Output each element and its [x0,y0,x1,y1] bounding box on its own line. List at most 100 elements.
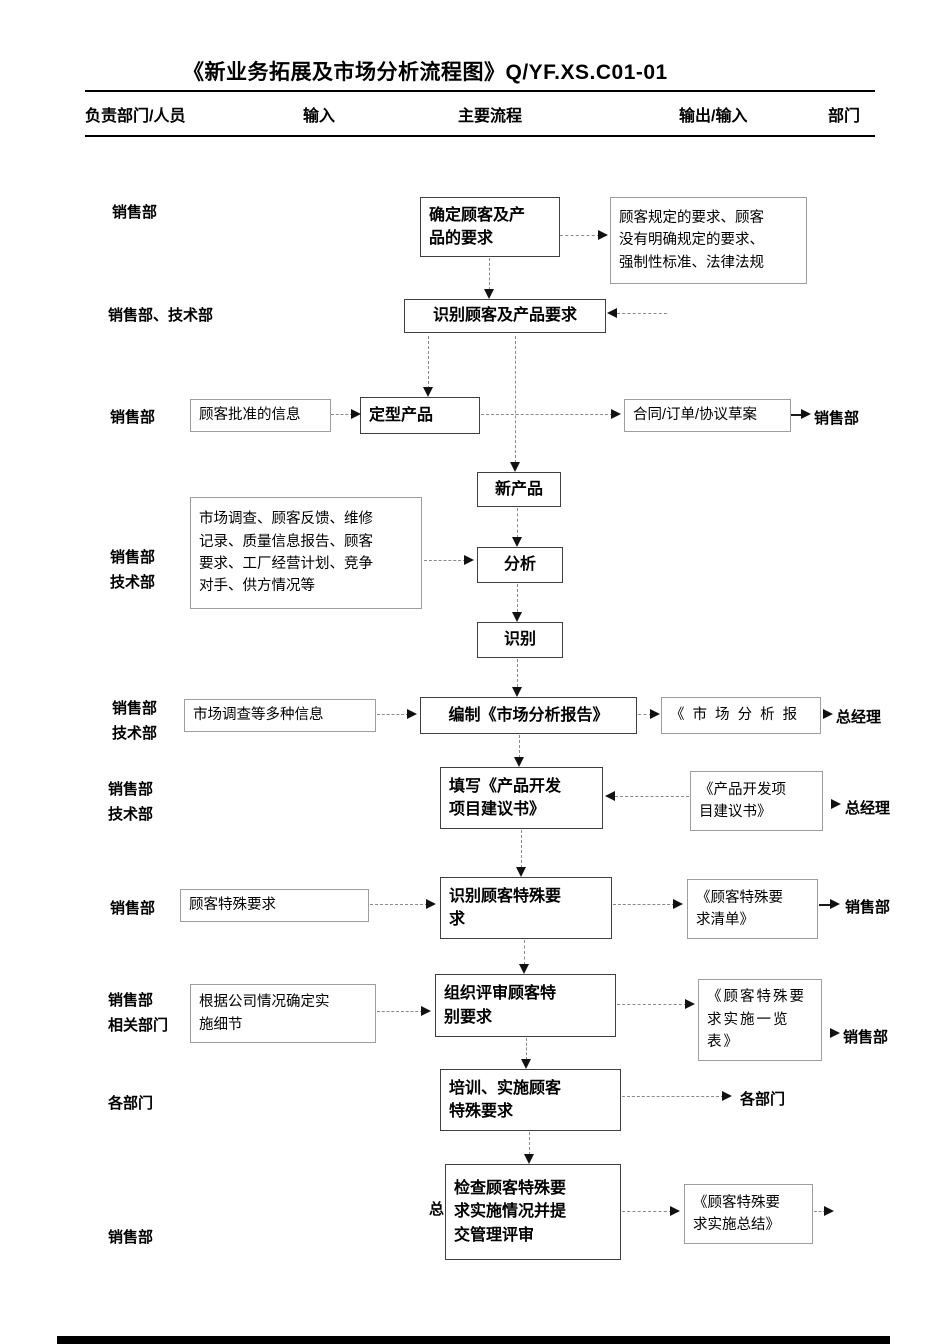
arrowhead-right [426,899,436,909]
arrowhead-down [512,537,522,547]
arrowhead-right [650,709,660,719]
output-box-project-proposal: 《产品开发项 目建议书》 [690,771,823,831]
dashed-connector [377,1011,423,1012]
left-label-row7a: 销售部 [112,700,158,717]
dashed-connector [617,1004,687,1005]
arrowhead-down [423,387,433,397]
page-bottom-border [57,1336,890,1344]
arrowhead-right [598,230,608,240]
left-label-row5a: 销售部 [110,549,156,566]
right-label-row11: 各部门 [740,1091,786,1108]
left-label-row3: 销售部 [110,409,156,426]
column-header-process: 主要流程 [458,108,523,125]
arrowhead-down [514,757,524,767]
output-box-requirements: 顾客规定的要求、顾客 没有明确规定的要求、 强制性标准、法律法规 [610,197,807,284]
solid-connector [791,414,803,416]
process-step-3: 定型产品 [360,397,480,434]
right-label-row9: 销售部 [845,899,891,916]
dashed-connector [515,336,516,463]
input-box-special-req: 顾客特殊要求 [180,889,369,922]
dashed-connector [613,904,675,905]
page-title: 《新业务拓展及市场分析流程图》Q/YF.XS.C01-01 [183,61,668,84]
input-box-approved-info: 顾客批准的信息 [190,399,331,432]
arrowhead-right [823,709,833,719]
input-box-implementation: 根据公司情况确定实 施细节 [190,984,376,1043]
input-box-survey-info: 市场调查等多种信息 [184,699,376,732]
left-label-row7b: 技术部 [112,725,158,742]
column-header-input: 输入 [303,108,336,125]
arrowhead-right [611,409,621,419]
dashed-connector [331,414,353,415]
output-box-market-report: 《 市 场 分 析 报 [661,697,821,734]
process-step-6: 识别 [477,622,563,658]
dashed-connector [428,336,429,389]
column-header-dept: 部门 [828,108,861,125]
dashed-connector [524,940,525,965]
process-step-4: 新产品 [477,472,561,507]
right-label-row3: 销售部 [814,410,860,427]
arrowhead-right [464,555,474,565]
arrowhead-down [516,867,526,877]
output-box-implementation-table: 《顾客特殊要 求实施一览 表》 [698,979,822,1061]
arrowhead-down [484,289,494,299]
column-header-responsible: 负责部门/人员 [85,108,186,125]
dashed-connector [489,258,490,290]
output-box-special-req-list: 《顾客特殊要 求清单》 [687,879,818,939]
partial-label-row12: 总 [429,1201,445,1218]
input-box-market-info: 市场调查、顾客反馈、维修 记录、质量信息报告、顾客 要求、工厂经营计划、竞争 对… [190,497,422,609]
divider-top [85,90,875,92]
dashed-connector [517,508,518,538]
process-step-11: 培训、实施顾客 特殊要求 [440,1069,621,1131]
solid-connector [819,904,831,906]
right-label-row7: 总经理 [836,709,882,726]
dashed-connector [622,1211,672,1212]
left-label-row8a: 销售部 [108,781,154,798]
left-label-row1: 销售部 [112,204,158,221]
dashed-connector [521,830,522,868]
left-label-row11: 各部门 [108,1095,154,1112]
dashed-connector [517,659,518,687]
right-label-row10: 销售部 [843,1029,889,1046]
left-label-row9: 销售部 [110,900,156,917]
process-step-7: 编制《市场分析报告》 [420,697,637,734]
process-step-2: 识别顾客及产品要求 [404,299,606,333]
arrowhead-down [512,687,522,697]
divider-header [85,135,875,137]
left-label-row10a: 销售部 [108,992,154,1009]
arrowhead-left [605,791,615,801]
arrowhead-right [421,1006,431,1016]
process-step-10: 组织评审顾客特 别要求 [435,974,616,1037]
column-header-output: 输出/输入 [679,108,748,125]
dashed-connector [526,1038,527,1060]
arrowhead-right [831,799,841,809]
arrowhead-right [801,409,811,419]
arrowhead-left [607,308,617,318]
left-label-row5b: 技术部 [110,574,156,591]
dashed-connector [560,235,600,236]
dashed-connector [615,796,689,797]
process-step-12: 检查顾客特殊要 求实施情况并提 交管理评审 [445,1164,621,1260]
dashed-connector [519,735,520,758]
arrowhead-down [519,964,529,974]
arrowhead-down [521,1059,531,1069]
process-step-9: 识别顾客特殊要 求 [440,877,612,939]
dashed-connector [617,313,667,314]
dashed-connector [529,1132,530,1155]
left-label-row2: 销售部、技术部 [108,307,214,324]
arrowhead-down [512,612,522,622]
output-box-contract: 合同/订单/协议草案 [624,399,791,432]
dashed-connector [814,1211,826,1212]
process-step-5: 分析 [477,547,563,583]
dashed-connector [517,584,518,612]
arrowhead-right [407,709,417,719]
dashed-connector [622,1096,724,1097]
dashed-connector [481,414,613,415]
left-label-row8b: 技术部 [108,806,154,823]
right-label-row8: 总经理 [845,800,891,817]
arrowhead-right [673,899,683,909]
left-label-row10b: 相关部门 [108,1017,169,1034]
dashed-connector [424,560,466,561]
dashed-connector [377,714,409,715]
arrowhead-right [685,999,695,1009]
